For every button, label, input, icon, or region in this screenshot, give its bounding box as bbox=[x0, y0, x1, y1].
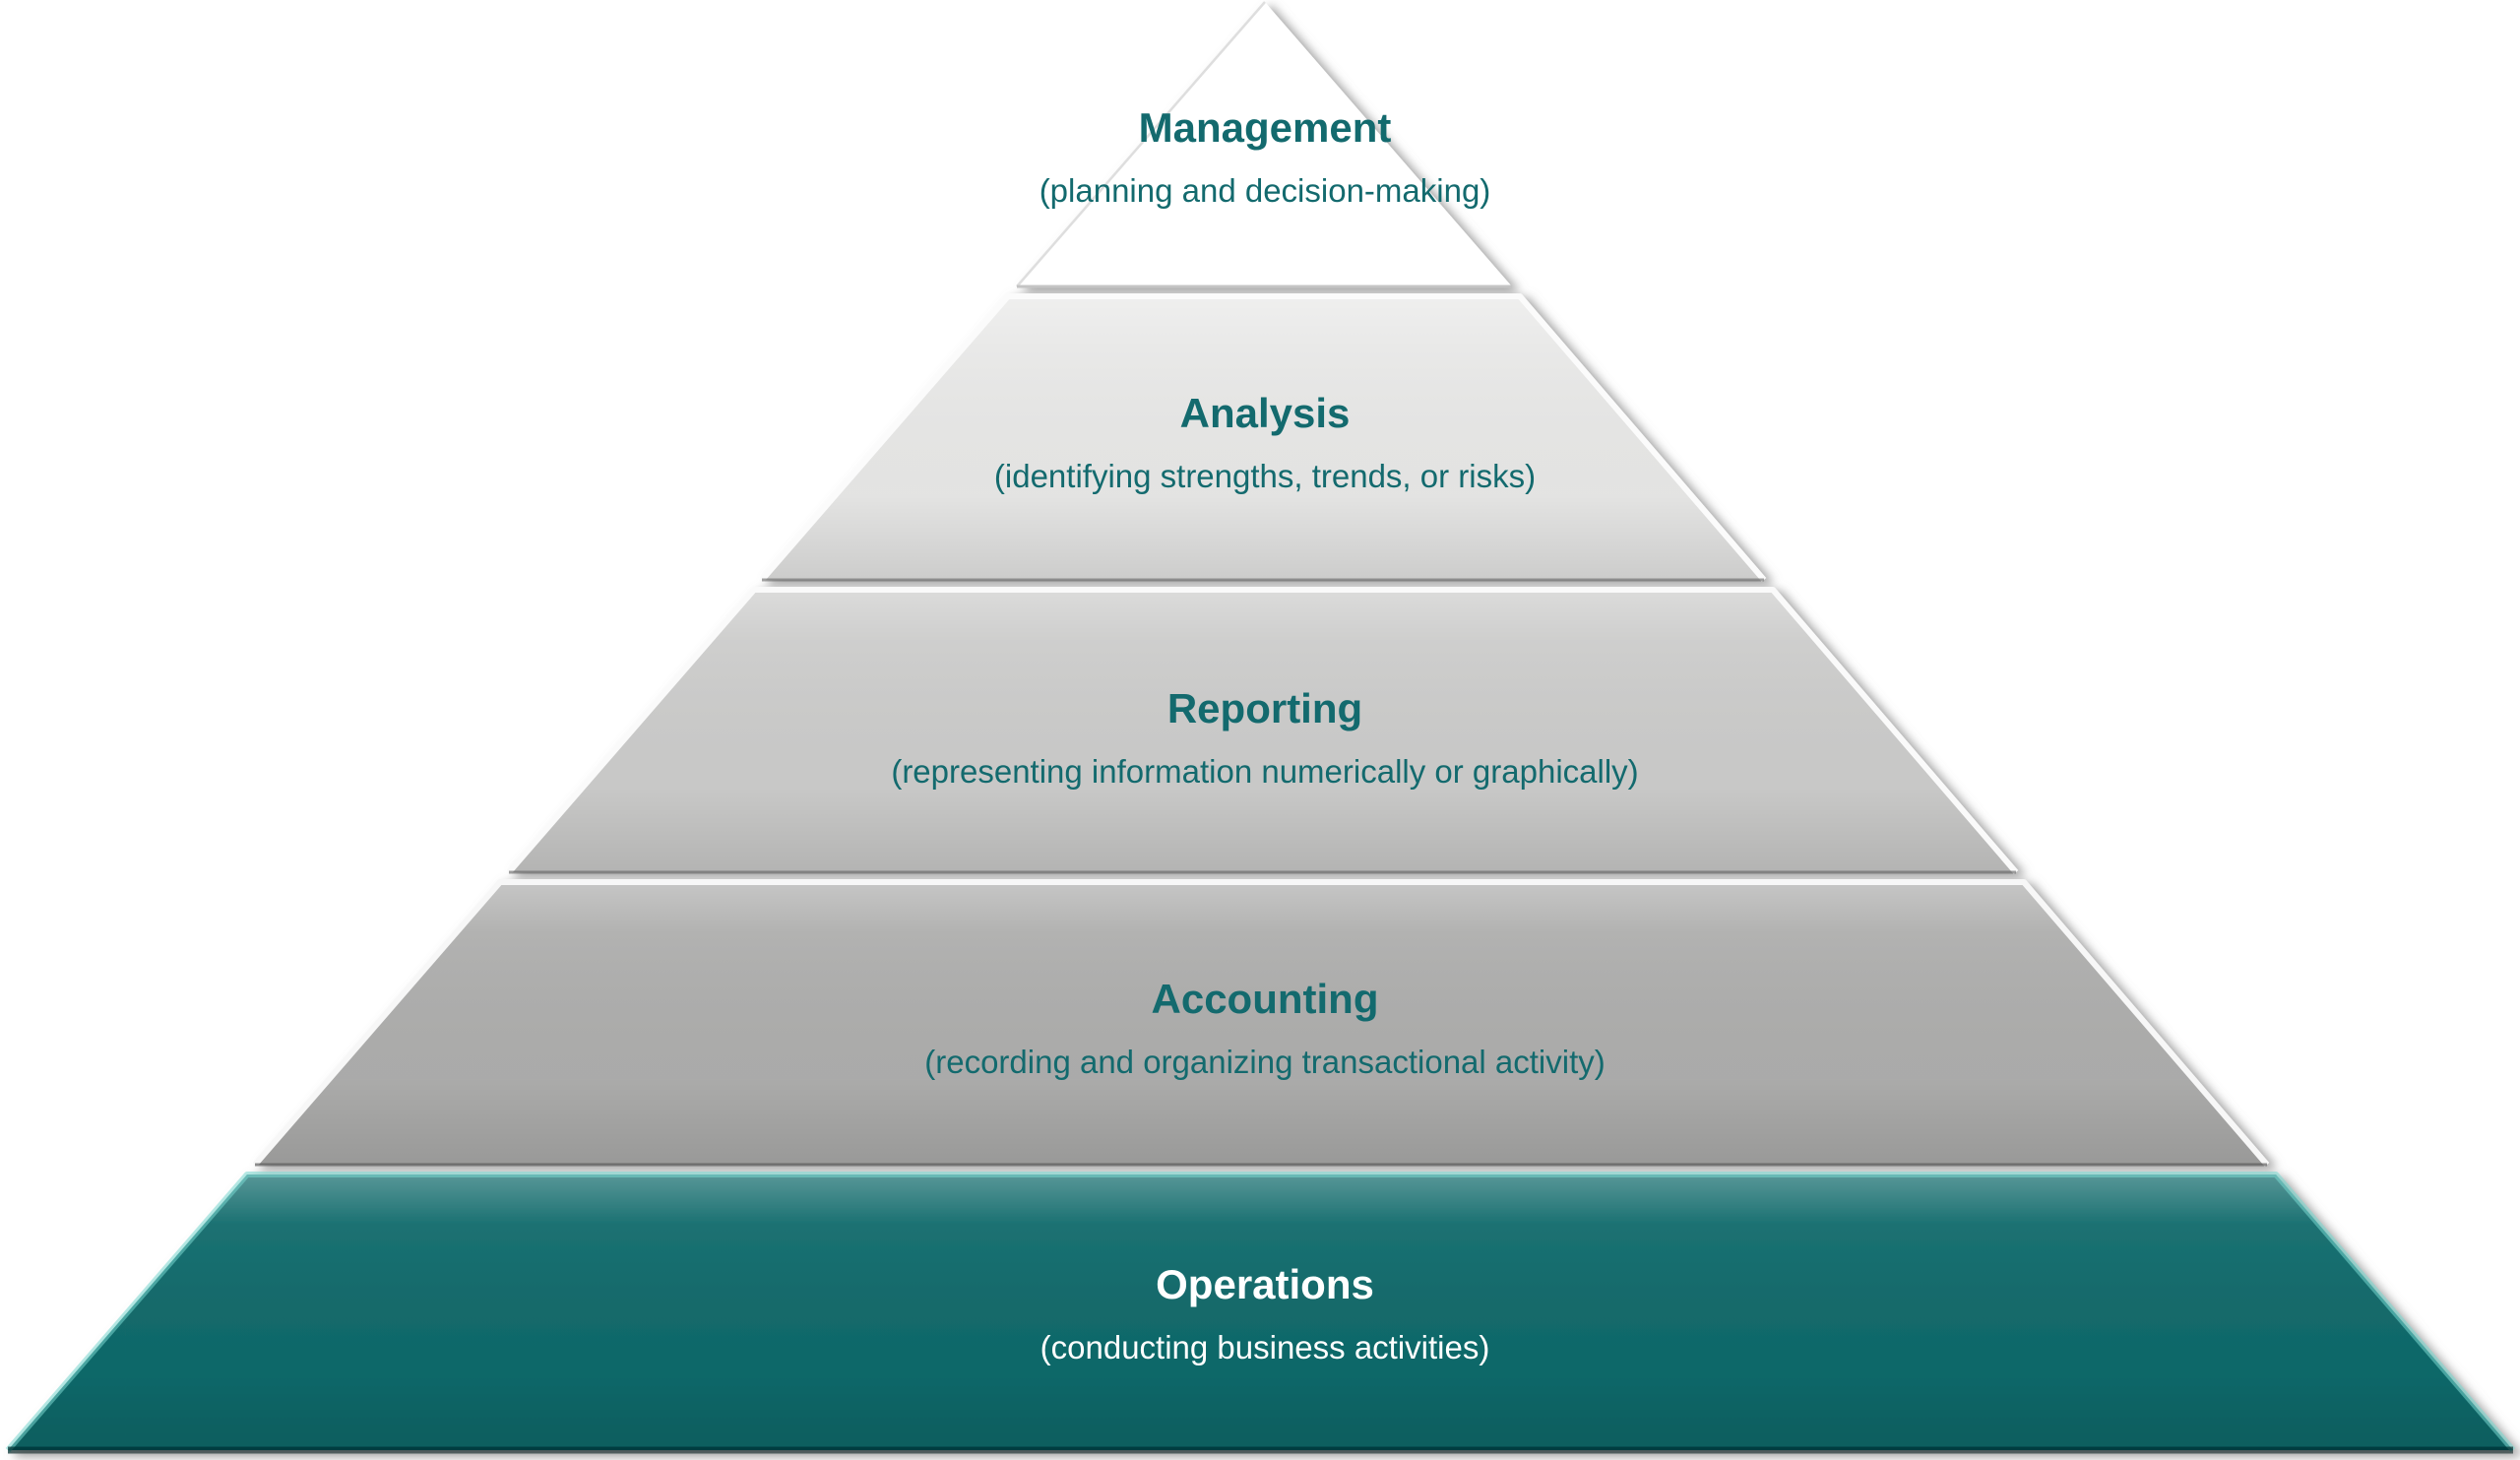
analysis-gloss bbox=[762, 296, 1764, 580]
accounting-gloss bbox=[255, 882, 2267, 1165]
management-shape bbox=[1017, 2, 1512, 286]
reporting-gloss bbox=[509, 590, 2016, 872]
operations-gloss bbox=[8, 1174, 2513, 1450]
management-left-edge bbox=[1016, 1, 1266, 287]
pyramid-level-analysis bbox=[759, 293, 1767, 582]
pyramid-level-operations bbox=[5, 1172, 2516, 1454]
pyramid-level-accounting bbox=[252, 879, 2270, 1167]
pyramid-level-management bbox=[1016, 1, 1512, 288]
operations-highlight-bevel bbox=[5, 1172, 2516, 1452]
pyramid-level-reporting bbox=[506, 587, 2019, 874]
reporting-highlight-bevel bbox=[506, 587, 2019, 874]
analysis-highlight-bevel bbox=[759, 293, 1767, 582]
accounting-highlight-bevel bbox=[252, 879, 2270, 1167]
